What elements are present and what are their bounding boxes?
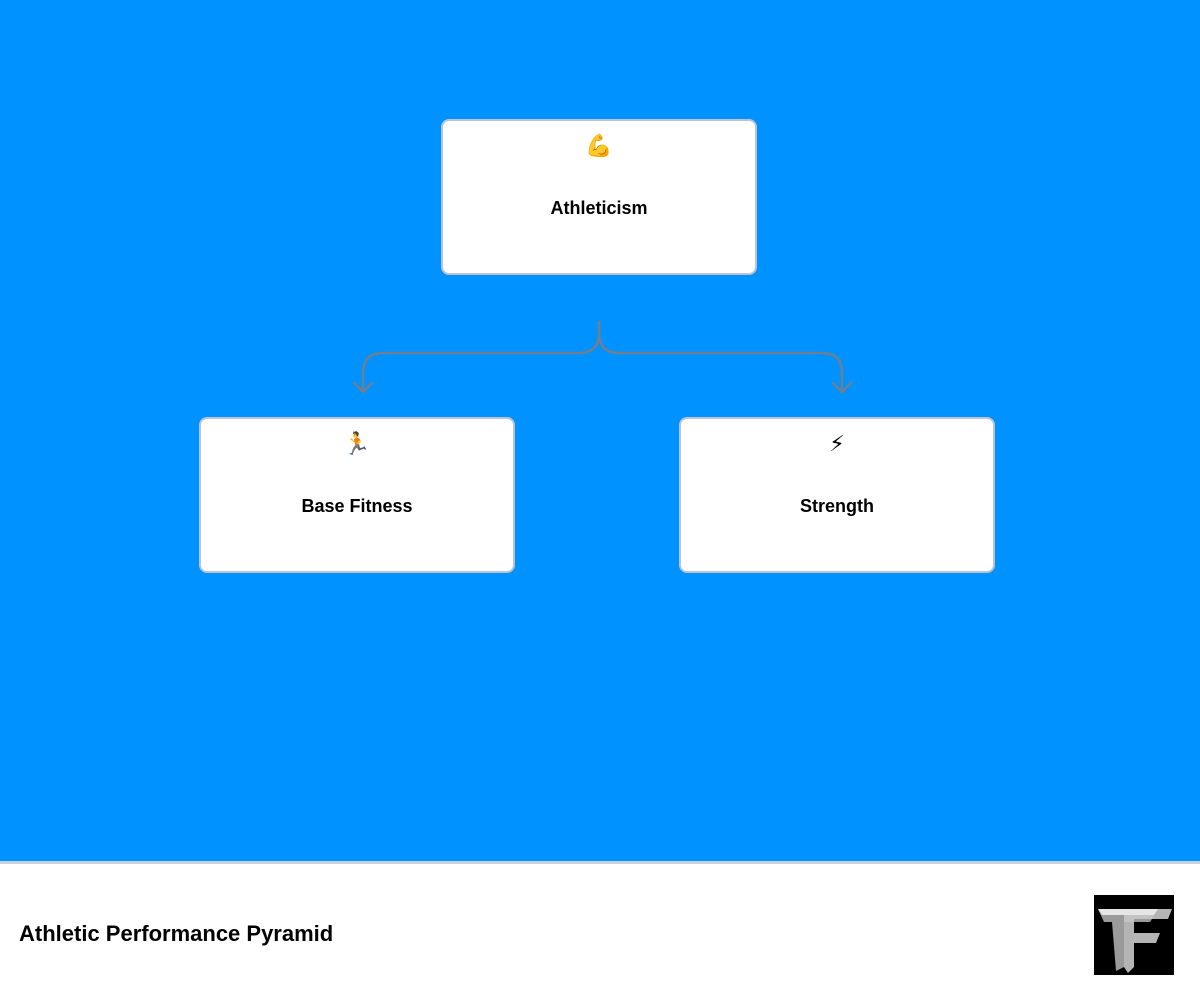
- flexed-biceps-icon: 💪: [585, 134, 613, 159]
- node-label: Athleticism: [550, 198, 648, 218]
- node-base-fitness[interactable]: 🏃 Base Fitness: [199, 417, 515, 573]
- node-athleticism[interactable]: 💪 Athleticism: [441, 119, 757, 275]
- tf-logo-icon: [1094, 895, 1174, 975]
- diagram-canvas: 💪 Athleticism 🏃 Base Fitness ⚡ Strength: [0, 0, 1200, 861]
- arrowhead-left: [352, 381, 374, 394]
- node-label: Strength: [800, 496, 874, 516]
- page-title: Athletic Performance Pyramid: [19, 921, 334, 946]
- connector-lines: [352, 320, 853, 394]
- connector-athleticism-strength: [597, 320, 844, 394]
- connector-athleticism-base-fitness: [361, 320, 601, 394]
- lightning-icon: ⚡: [829, 432, 845, 457]
- node-label: Base Fitness: [301, 496, 413, 516]
- footer: Athletic Performance Pyramid: [0, 861, 1200, 1000]
- runner-icon: 🏃: [343, 432, 371, 457]
- node-strength[interactable]: ⚡ Strength: [679, 417, 995, 573]
- arrowhead-right: [831, 381, 853, 394]
